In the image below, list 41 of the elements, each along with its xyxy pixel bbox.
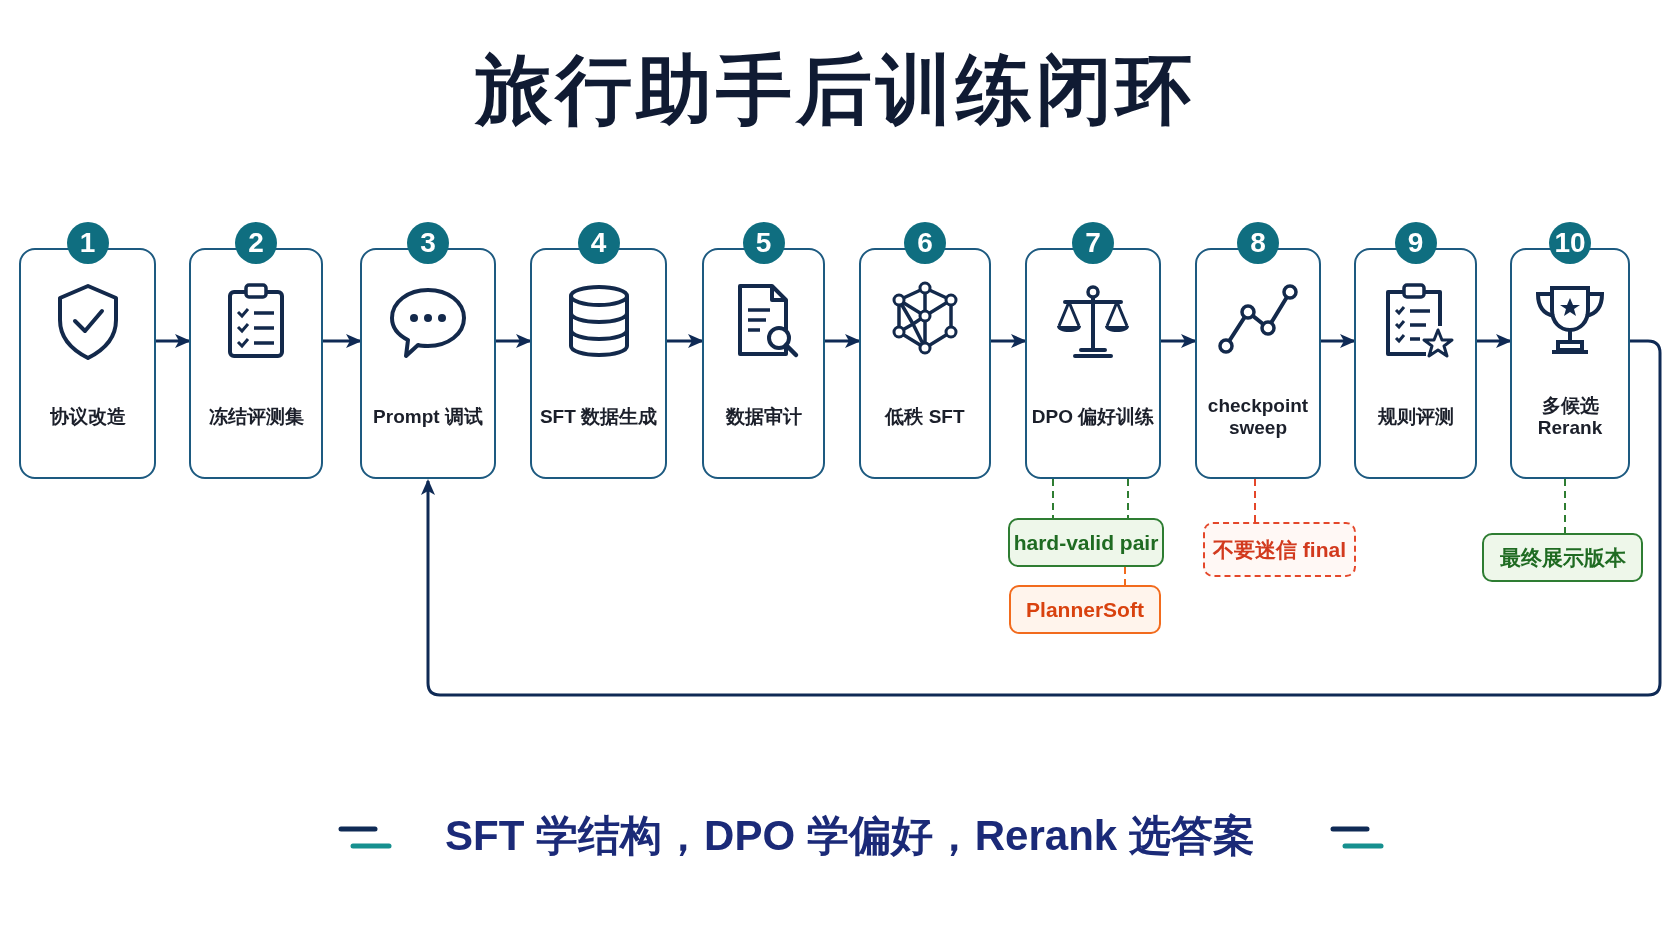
dashed-connector (1052, 478, 1054, 519)
step-label: 冻结评测集 (208, 406, 304, 428)
step-number-badge: 2 (235, 222, 277, 264)
step-number-badge: 9 (1394, 222, 1437, 264)
arrow (421, 339, 1662, 697)
step-number-badge: 4 (577, 222, 620, 264)
step-label: 规则评测 (1377, 406, 1454, 428)
dashed-connector (1127, 478, 1129, 519)
step-label: DPO 偏好训练 (1031, 406, 1155, 428)
arrow (323, 334, 362, 348)
dashed-connector (1124, 566, 1126, 586)
arrow (667, 334, 704, 348)
arrow (1477, 334, 1512, 348)
step-number-badge: 1 (66, 222, 109, 264)
arrow (1321, 334, 1356, 348)
diagram-title: 旅行助手后训练闭环 (473, 46, 1197, 134)
step-number-badge: 10 (1549, 222, 1591, 264)
footer-slogan: SFT 学结构，DPO 学偏好，Rerank 选答案 (444, 811, 1256, 861)
step-label: SFT 数据生成 (539, 406, 658, 428)
step-label: Prompt 调试 (373, 406, 483, 428)
step-number-badge: 7 (1072, 222, 1114, 264)
arrow (991, 334, 1027, 348)
arrow (496, 334, 532, 348)
step-label: 协议改造 (49, 406, 126, 428)
step-label: 多候选 Rerank (1536, 395, 1604, 439)
step-number-badge: 5 (742, 222, 785, 264)
annotation-tag: 最终展示版本 (1482, 533, 1643, 582)
step-label: checkpoint sweep (1206, 395, 1310, 439)
annotation-tag: 不要迷信 final (1203, 522, 1356, 577)
step-number-badge: 8 (1237, 222, 1279, 264)
arrow (1161, 334, 1197, 348)
arrow (825, 334, 861, 348)
annotation-tag: hard-valid pair (1008, 518, 1164, 567)
step-number-badge: 3 (407, 222, 449, 264)
dashed-connector (1254, 478, 1256, 523)
step-label: 数据审计 (725, 406, 802, 428)
annotation-tag: PlannerSoft (1009, 585, 1161, 634)
step-label: 低秩 SFT (885, 406, 965, 428)
dashed-connector (1564, 478, 1566, 534)
step-number-badge: 6 (904, 222, 946, 264)
arrow (156, 334, 191, 348)
